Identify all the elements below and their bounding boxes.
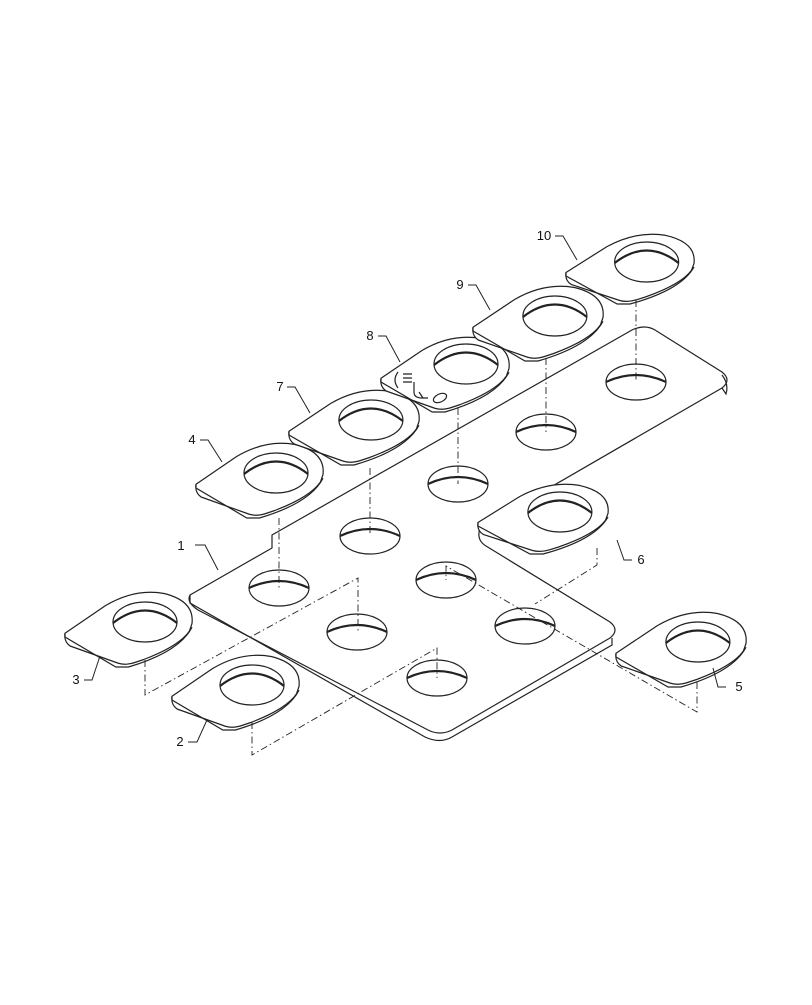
- callout-10: 10: [537, 228, 551, 243]
- callout-9: 9: [456, 277, 463, 292]
- callout-1: 1: [177, 538, 184, 553]
- tag-plate-8: [380, 336, 510, 413]
- tag-plate-6: [477, 483, 609, 555]
- tag-plate-5: [615, 611, 747, 688]
- callout-7: 7: [276, 379, 283, 394]
- callout-4: 4: [188, 432, 195, 447]
- tag-plate-4: [195, 442, 324, 519]
- tag-plate-10: [565, 233, 695, 305]
- tag-plate-3: [64, 591, 193, 668]
- tag-plate-9: [472, 285, 604, 362]
- tag-plate-7: [288, 389, 420, 466]
- plate-8-symbols: [394, 371, 448, 404]
- alignment-lines: [144, 300, 698, 756]
- callout-2: 2: [176, 734, 183, 749]
- callout-labels: 1 2 3 4 5 6 7 8 9 10: [72, 228, 742, 749]
- callout-3: 3: [72, 672, 79, 687]
- tag-plate-2: [171, 654, 300, 731]
- callout-8: 8: [366, 328, 373, 343]
- callout-5: 5: [735, 679, 742, 694]
- callout-6: 6: [637, 552, 644, 567]
- leaders: [84, 235, 726, 743]
